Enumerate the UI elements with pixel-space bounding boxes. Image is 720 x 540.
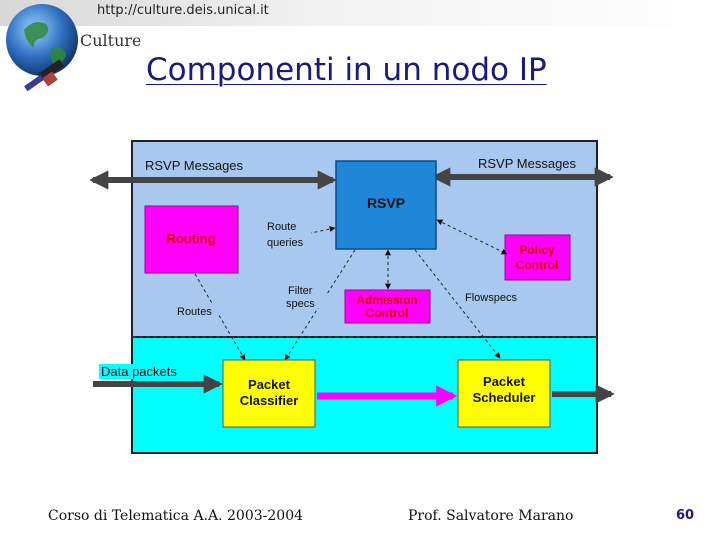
filter-specs-arrow <box>284 249 356 361</box>
packet-classifier-label-2: Classifier <box>240 393 299 408</box>
footer-author: Prof. Salvatore Marano <box>408 508 574 524</box>
site-url[interactable]: http://culture.deis.unical.it <box>97 3 269 18</box>
packet-classifier-label-1: Packet <box>248 377 291 392</box>
policy-control-label-2: Control <box>516 258 559 272</box>
satellite-icon <box>24 59 64 92</box>
admission-control-box <box>344 289 431 324</box>
routing-box <box>144 205 239 274</box>
slide-title: Componenti in un nodo IP <box>146 52 547 88</box>
data-packets-label: Data packets <box>101 364 177 379</box>
packet-classifier-box <box>222 359 316 428</box>
globe-icon <box>6 4 78 76</box>
packet-scheduler-box <box>457 359 551 428</box>
routing-label: Routing <box>166 231 215 246</box>
filter-specs-label-2: specs <box>286 298 315 310</box>
header-bar <box>0 0 720 26</box>
policy-control-box <box>504 234 571 281</box>
routes-arrow <box>194 273 246 361</box>
admission-control-label-2: Control <box>366 306 409 320</box>
filter-specs-label-1: Filter <box>288 285 313 297</box>
rsvp-policy-arrow <box>436 219 508 255</box>
rsvp-label: RSVP <box>367 195 405 211</box>
packet-scheduler-label-2: Scheduler <box>473 390 536 405</box>
route-queries-label-2: queries <box>267 237 304 249</box>
footer-course: Corso di Telematica A.A. 2003-2004 <box>48 508 304 524</box>
logo-text: Culture <box>80 31 140 50</box>
admission-control-label-1: Admission <box>356 293 417 307</box>
culture-logo: Culture <box>6 4 140 92</box>
route-queries-label-1: Route <box>267 221 296 233</box>
flowspecs-arrow <box>414 249 501 359</box>
rsvp-messages-right-label: RSVP Messages <box>478 156 577 171</box>
packet-scheduler-label-1: Packet <box>483 374 526 389</box>
page-number: 60 <box>676 508 695 523</box>
flowspecs-label: Flowspecs <box>465 292 517 304</box>
policy-control-label-1: Policy <box>519 243 555 257</box>
ip-node-components-diagram: RSVP Messages RSVP Messages RSVP Routing… <box>89 140 615 454</box>
routes-label: Routes <box>177 306 212 318</box>
rsvp-box <box>335 160 437 250</box>
rsvp-messages-left-label: RSVP Messages <box>145 158 244 173</box>
